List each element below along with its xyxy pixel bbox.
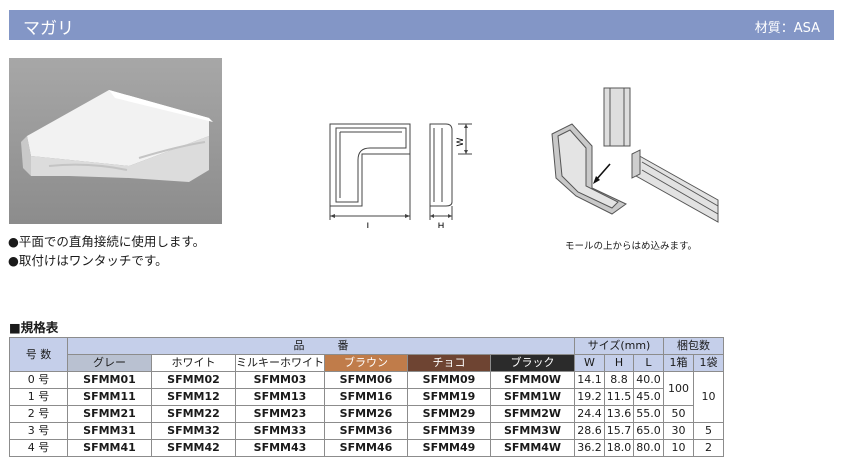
spec-section-title: ■規格表 — [9, 320, 59, 335]
installation-illustration — [551, 87, 719, 223]
size-w: 24.4 — [574, 405, 605, 423]
product-code: SFMM26 — [324, 405, 408, 423]
color-header-milky-white: ミルキーホワイト — [235, 354, 325, 372]
product-code: SFMM22 — [151, 405, 236, 423]
title-bar: マガリ 材質：ASA — [9, 10, 834, 40]
size-w: 19.2 — [574, 388, 605, 406]
row-number: 1 号 — [9, 388, 68, 406]
pack-box: 30 — [663, 422, 694, 440]
size-h: 18.0 — [604, 439, 634, 457]
product-code: SFMM19 — [407, 388, 491, 406]
pack-bag: 10 — [693, 371, 724, 423]
size-w: 36.2 — [574, 439, 605, 457]
product-code: SFMM49 — [407, 439, 491, 457]
size-l: 40.0 — [633, 371, 664, 389]
header-number: 号 数 — [9, 337, 68, 372]
color-header-choco: チョコ — [407, 354, 491, 372]
product-code: SFMM1W — [490, 388, 575, 406]
product-code: SFMM33 — [235, 422, 325, 440]
dim-label-l: L — [366, 222, 371, 228]
product-code: SFMM01 — [67, 371, 152, 389]
product-photo — [9, 58, 222, 224]
bullet-install: ●取付けはワンタッチです。 — [8, 253, 168, 268]
product-code: SFMM43 — [235, 439, 325, 457]
size-h: 13.6 — [604, 405, 634, 423]
dim-label-w: W — [456, 137, 466, 146]
color-header-black: ブラック — [490, 354, 575, 372]
dim-label-h: H — [438, 222, 445, 228]
row-number: 3 号 — [9, 422, 68, 440]
product-code: SFMM16 — [324, 388, 408, 406]
product-code: SFMM41 — [67, 439, 152, 457]
product-code: SFMM3W — [490, 422, 575, 440]
size-w: 28.6 — [574, 422, 605, 440]
row-number: 4 号 — [9, 439, 68, 457]
size-header-l: L — [633, 354, 664, 372]
dimension-drawing: L H W — [329, 123, 472, 228]
pack-box: 10 — [663, 439, 694, 457]
product-code: SFMM12 — [151, 388, 236, 406]
product-code: SFMM31 — [67, 422, 152, 440]
size-l: 45.0 — [633, 388, 664, 406]
spec-table: 号 数 品 番 サイズ(mm) 梱包数 グレー ホワイト ミルキーホワイト ブラ… — [9, 337, 724, 457]
pack-box: 100 — [663, 371, 694, 406]
product-code: SFMM42 — [151, 439, 236, 457]
pack-header-bag: 1袋 — [693, 354, 724, 372]
bullet-usage: ●平面での直角接続に使用します。 — [8, 234, 206, 249]
header-pack: 梱包数 — [663, 337, 724, 355]
color-header-gray: グレー — [67, 354, 152, 372]
row-number: 0 号 — [9, 371, 68, 389]
product-code: SFMM02 — [151, 371, 236, 389]
header-product: 品 番 — [67, 337, 575, 355]
size-header-h: H — [604, 354, 634, 372]
product-code: SFMM4W — [490, 439, 575, 457]
table-row: 4 号 SFMM41 SFMM42 SFMM43 SFMM46 SFMM49 S… — [9, 439, 724, 457]
size-l: 65.0 — [633, 422, 664, 440]
product-code: SFMM09 — [407, 371, 491, 389]
product-code: SFMM06 — [324, 371, 408, 389]
material-label: 材質：ASA — [754, 21, 820, 36]
size-header-w: W — [574, 354, 605, 372]
header-size: サイズ(mm) — [574, 337, 664, 355]
size-h: 11.5 — [604, 388, 634, 406]
product-code: SFMM36 — [324, 422, 408, 440]
color-header-brown: ブラウン — [324, 354, 408, 372]
page-title: マガリ — [23, 19, 74, 39]
product-code: SFMM46 — [324, 439, 408, 457]
product-code: SFMM03 — [235, 371, 325, 389]
product-code: SFMM23 — [235, 405, 325, 423]
pack-box: 50 — [663, 405, 694, 423]
table-row: 3 号 SFMM31 SFMM32 SFMM33 SFMM36 SFMM39 S… — [9, 422, 724, 440]
table-row: 0 号 SFMM01 SFMM02 SFMM03 SFMM06 SFMM09 S… — [9, 371, 724, 423]
table-row: 2 号 SFMM21 SFMM22 SFMM23 SFMM26 SFMM29 S… — [9, 405, 724, 423]
pack-bag: 2 — [693, 439, 724, 457]
product-code: SFMM29 — [407, 405, 491, 423]
size-h: 15.7 — [604, 422, 634, 440]
product-code: SFMM32 — [151, 422, 236, 440]
size-l: 55.0 — [633, 405, 664, 423]
product-code: SFMM11 — [67, 388, 152, 406]
row-number: 2 号 — [9, 405, 68, 423]
product-code: SFMM39 — [407, 422, 491, 440]
table-row: 1 号 SFMM11 SFMM12 SFMM13 SFMM16 SFMM19 S… — [9, 388, 724, 406]
product-code: SFMM21 — [67, 405, 152, 423]
install-caption: モールの上からはめ込みます。 — [565, 241, 698, 252]
size-w: 14.1 — [574, 371, 605, 389]
size-h: 8.8 — [604, 371, 634, 389]
size-l: 80.0 — [633, 439, 664, 457]
pack-header-box: 1箱 — [663, 354, 694, 372]
product-code: SFMM2W — [490, 405, 575, 423]
pack-bag: 5 — [693, 422, 724, 440]
color-header-white: ホワイト — [151, 354, 236, 372]
product-code: SFMM13 — [235, 388, 325, 406]
product-code: SFMM0W — [490, 371, 575, 389]
